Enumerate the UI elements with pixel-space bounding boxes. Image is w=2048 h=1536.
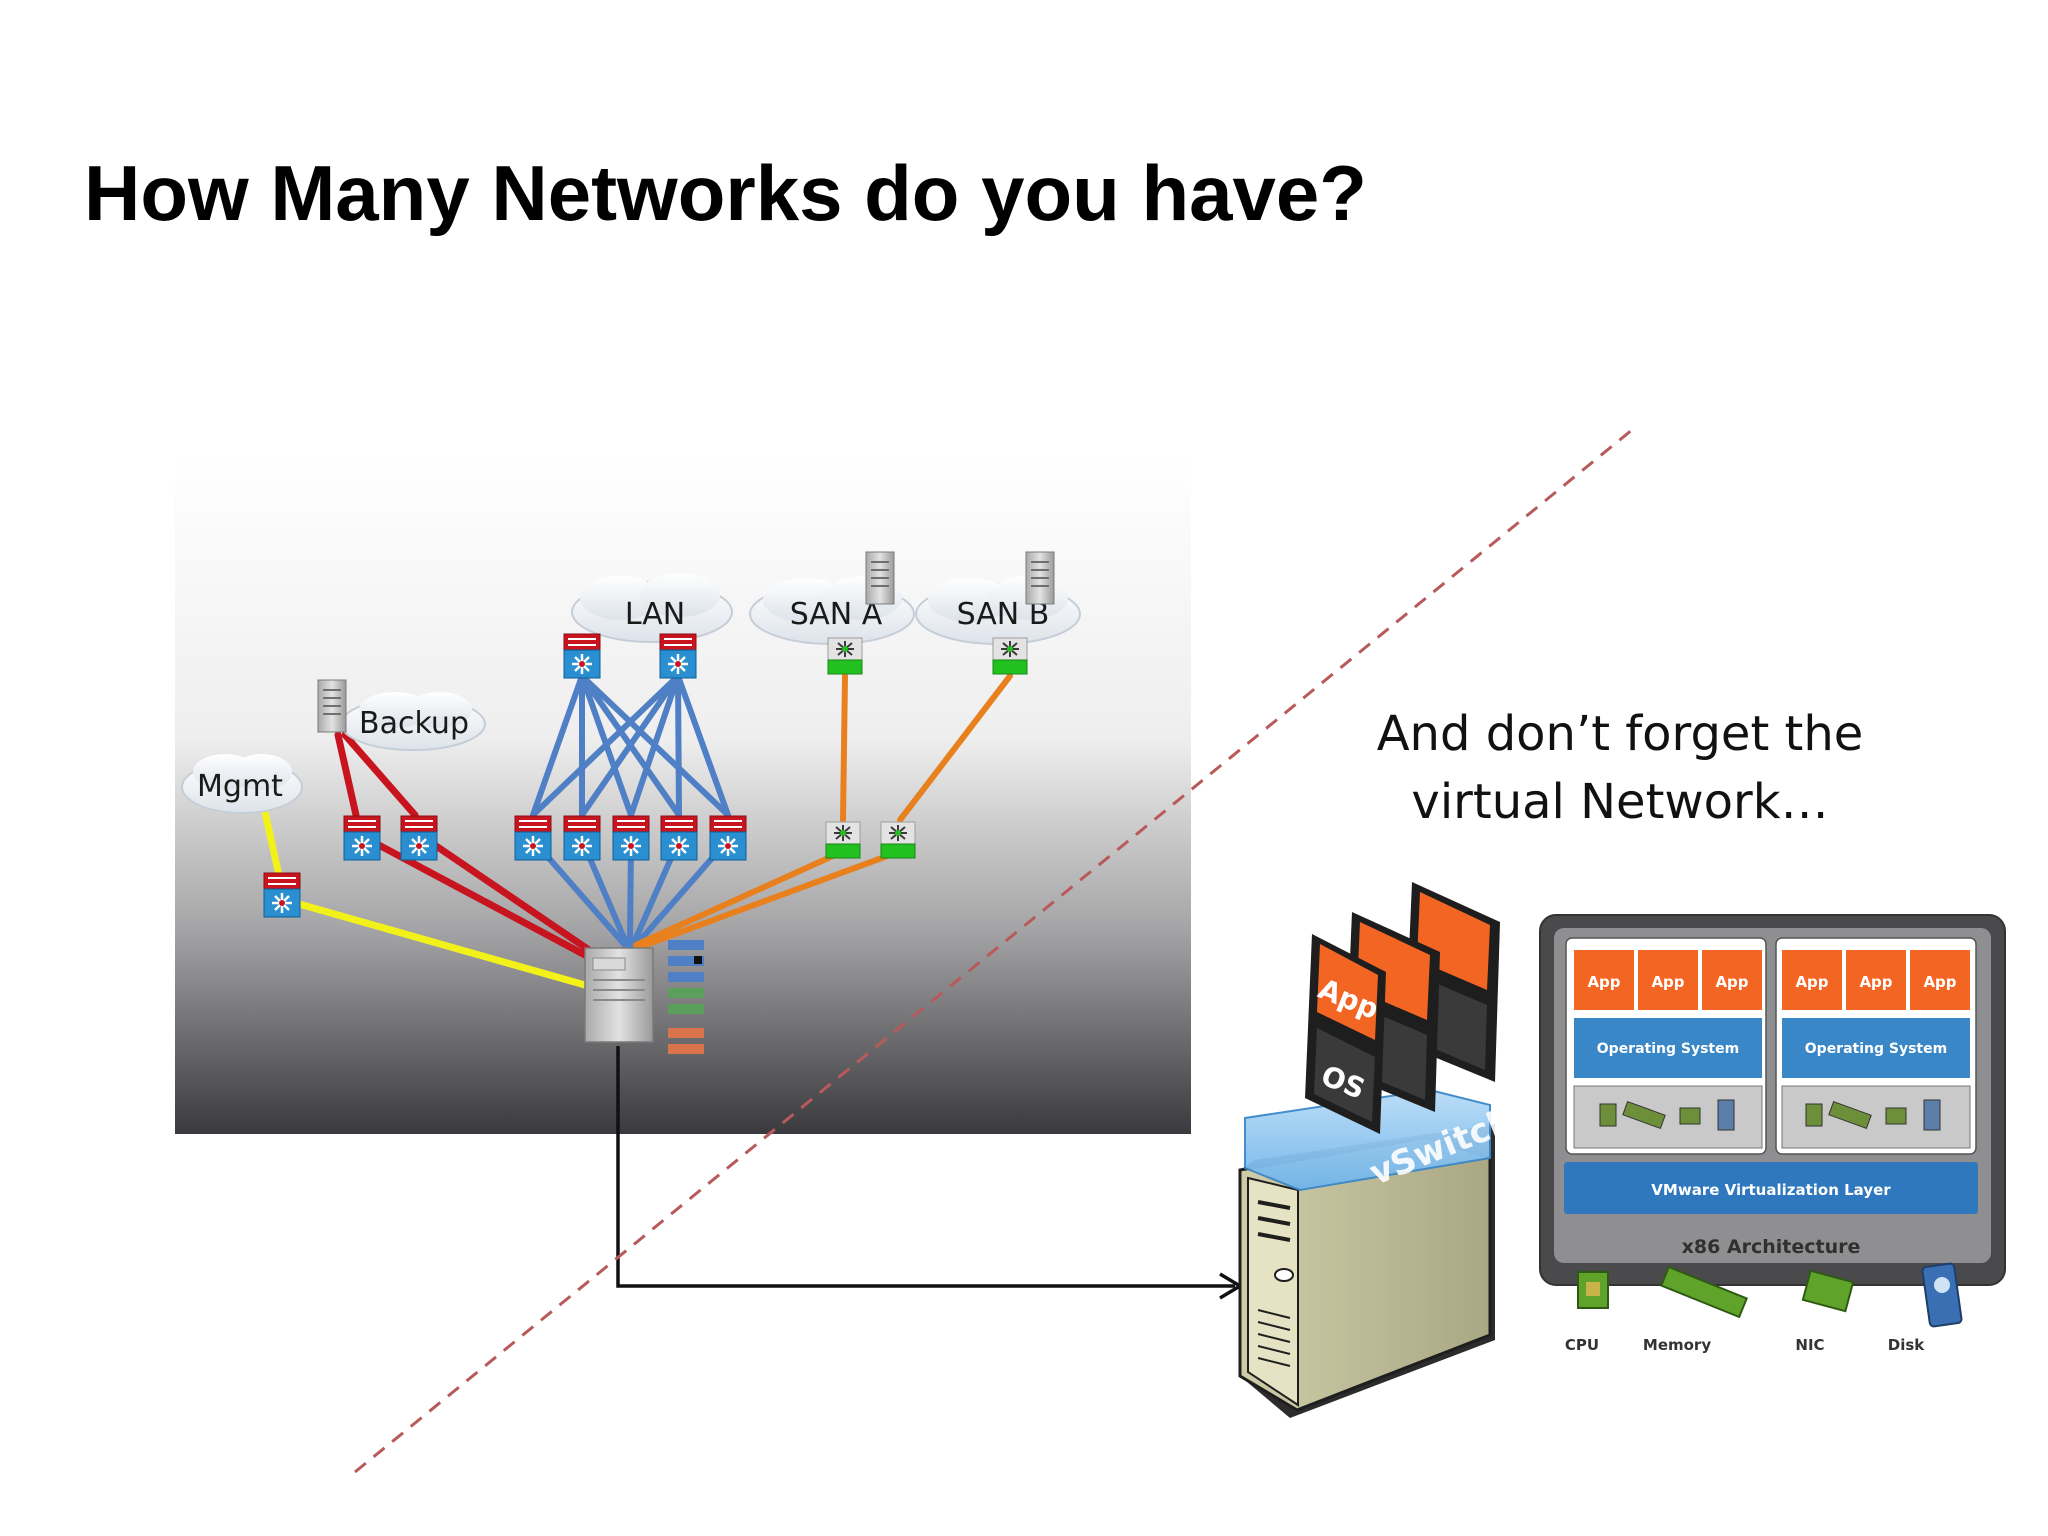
lan-access-router-icon [659,814,699,862]
san-b-edge-switch-icon [880,821,916,859]
note-line-2: virtual Network… [1411,774,1829,830]
vm-card-front: App OS [1305,934,1386,1134]
virtualization-layer-label: VMware Virtualization Layer [1651,1181,1891,1199]
vm1-app-row: App App App [1574,950,1762,1010]
vm2-app3-label: App [1923,973,1956,991]
lan-core-router-icon [562,632,602,680]
hardware-memory-label: Memory [1643,1336,1711,1354]
slide-title: How Many Networks do you have? [84,149,1367,237]
cloud-san-a: SAN A [749,551,915,645]
disk-icon [1921,1262,1963,1328]
san-links [633,673,1013,950]
backup-router-icon [399,814,439,862]
physical-hardware-icons: CPU Memory NIC Disk [1565,1262,1963,1354]
cloud-backup-label: Backup [359,706,469,741]
vm1-app1-label: App [1587,973,1620,991]
vm1-app3-label: App [1715,973,1748,991]
physical-server-icon [584,947,654,1043]
vm2-app2-label: App [1859,973,1892,991]
cloud-san-b: SAN B [915,551,1081,645]
note-line-1: And don’t forget the [1376,706,1864,762]
nic-icon [1801,1269,1855,1313]
cloud-mgmt-label: Mgmt [197,769,283,804]
server-to-host-connector [616,1046,1235,1288]
san-b-switch-icon [992,637,1028,675]
physical-network-panel [175,454,1191,1134]
mgmt-router-icon [262,871,302,919]
mgmt-links [261,808,589,989]
cloud-mgmt: Mgmt [181,754,303,814]
vm2-os-label: Operating System [1805,1041,1947,1057]
memory-icon [1660,1265,1748,1319]
storage-icon [1025,551,1055,605]
hardware-cpu-label: CPU [1565,1336,1599,1354]
virtual-host-tower [1238,1124,1495,1418]
backup-links [334,731,596,959]
hardware-nic-label: NIC [1795,1336,1824,1354]
storage-icon [865,551,895,605]
virtual-network-note: And don’t forget the virtual Network… [1330,700,1910,836]
cloud-backup: Backup [317,679,486,751]
cloud-lan: LAN [571,573,733,643]
vm1-app2-label: App [1651,973,1684,991]
nic-port-stack [668,940,704,1054]
vm2-virtual-hardware-icons [1805,1099,1941,1131]
storage-icon [317,679,347,733]
lan-access-router-icon [708,814,748,862]
san-a-switch-icon [827,637,863,675]
vm2-app-row: App App App [1782,950,1970,1010]
backup-router-icon [342,814,382,862]
san-a-edge-switch-icon [825,821,861,859]
lan-access-router-icon [562,814,602,862]
vm1-virtual-hardware-icons [1599,1099,1735,1131]
lan-core-router-icon [658,632,698,680]
x86-architecture-label: x86 Architecture [1682,1236,1861,1258]
vm2-app1-label: App [1795,973,1828,991]
vmware-architecture: App App App App App App Operating System… [1539,914,2006,1286]
vm1-os-label: Operating System [1597,1041,1739,1057]
dashed-divider-line [354,423,1639,1474]
hardware-disk-label: Disk [1888,1336,1926,1354]
cloud-lan-label: LAN [625,597,685,632]
lan-access-router-icon [611,814,651,862]
cpu-icon [1577,1271,1609,1309]
lan-access-router-icon [513,814,553,862]
